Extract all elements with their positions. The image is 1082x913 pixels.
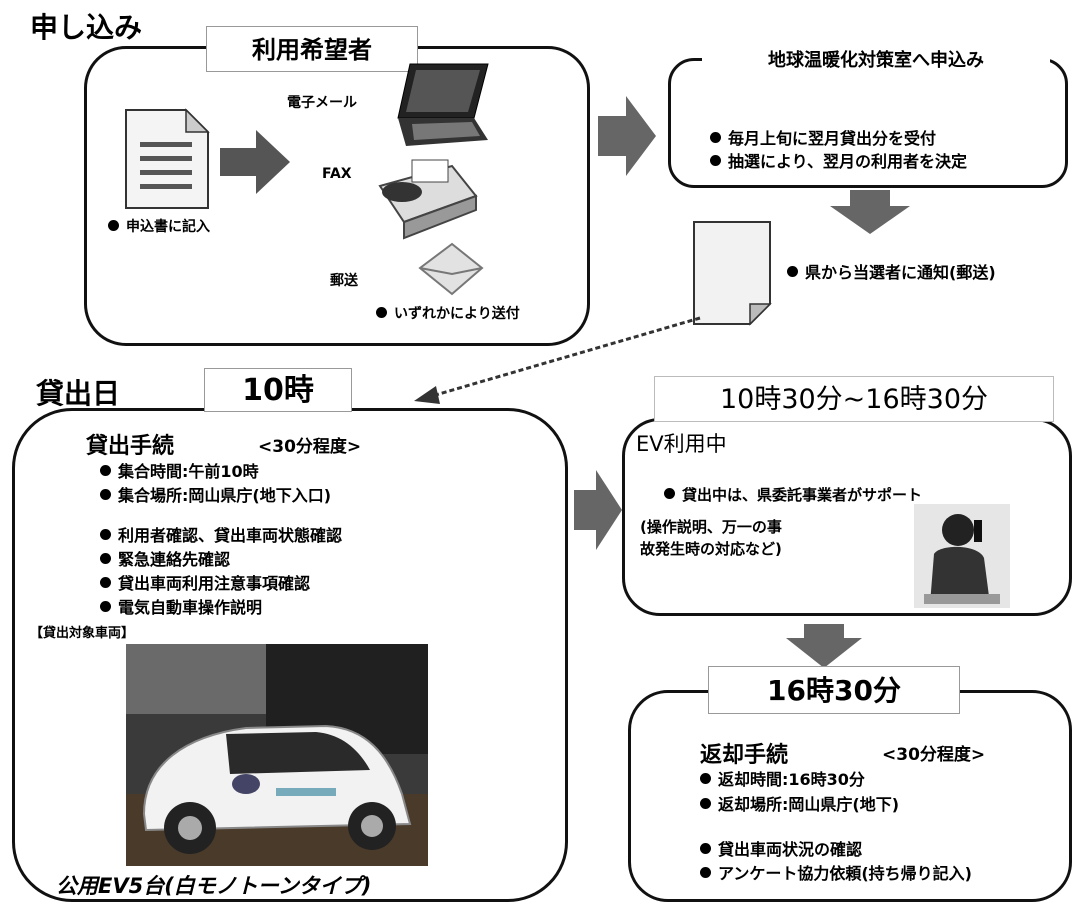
arrow-down-icon [786, 624, 862, 668]
loan-bullet: 緊急連絡先確認 [100, 546, 230, 570]
return-bullet: 返却時間:16時30分 [700, 766, 865, 790]
envelope-icon [418, 242, 484, 296]
bullet-icon [664, 488, 675, 499]
bullet-icon [787, 266, 798, 277]
ev-use-time: 10時30分~16時30分 [654, 376, 1054, 422]
vehicle-label: 【貸出対象車両】 [30, 626, 135, 641]
bullet-icon [700, 798, 711, 809]
return-bullet: 返却場所:岡山県庁(地下) [700, 791, 899, 815]
return-duration: <30分程度> [882, 745, 986, 765]
bullet-icon [700, 843, 711, 854]
return-bullet: 貸出車両状況の確認 [700, 836, 862, 860]
bullet-icon [100, 553, 111, 564]
bullet-icon [710, 155, 721, 166]
ev-use-title: EV利用中 [636, 432, 727, 456]
return-title: 返却手続 [700, 743, 789, 768]
notification-document-icon [693, 221, 772, 326]
vehicle-caption: 公用EV5台(白モノトーンタイプ) [56, 874, 372, 898]
bullet-icon [700, 773, 711, 784]
bullet-icon [100, 529, 111, 540]
office-bullet: 抽選により、翌月の利用者を決定 [710, 148, 967, 172]
arrow-down-icon [830, 190, 910, 234]
ev-support-bullet: 貸出中は、県委託事業者がサポート [664, 484, 922, 505]
bullet-icon [100, 465, 111, 476]
post-label: 郵送 [330, 273, 358, 289]
support-operator-icon [914, 504, 1010, 608]
loan-bullet: 集合場所:岡山県庁(地下入口) [100, 482, 331, 506]
loan-bullet: 電気自動車操作説明 [100, 594, 262, 618]
loan-time-title: 10時 [204, 368, 352, 412]
application-section-label: 申し込み [30, 11, 143, 44]
return-bullet: アンケート協力依頼(持ち帰り記入) [700, 860, 972, 884]
ev-support-note-1: (操作説明、万一の事 [640, 518, 782, 536]
loan-bullet: 貸出車両利用注意事項確認 [100, 570, 310, 594]
office-bullet: 毎月上旬に翌月貸出分を受付 [710, 125, 936, 149]
loan-procedure-duration: <30分程度> [258, 437, 362, 457]
loan-bullet: 利用者確認、貸出車両状態確認 [100, 522, 342, 546]
arrow-right-icon [598, 96, 656, 176]
arrow-right-icon [574, 470, 622, 550]
send-note: いずれかにより送付 [376, 303, 520, 323]
ev-car-photo [126, 644, 428, 866]
notify-note: 県から当選者に通知(郵送) [787, 259, 996, 283]
bullet-icon [376, 306, 387, 318]
loan-procedure-title: 貸出手続 [86, 434, 175, 459]
bullet-icon [700, 867, 711, 878]
bullet-icon [100, 577, 111, 588]
ev-support-note-2: 故発生時の対応など) [640, 540, 782, 558]
bullet-icon [108, 219, 119, 231]
office-title: 地球温暖化対策室へ申込み [702, 40, 1050, 82]
return-time: 16時30分 [708, 666, 960, 714]
bullet-icon [710, 132, 721, 143]
fax-label: FAX [322, 166, 352, 182]
arrow-right-icon [220, 130, 290, 194]
form-note: 申込書に記入 [108, 216, 210, 236]
applicant-title: 利用希望者 [206, 26, 418, 72]
bullet-icon [100, 489, 111, 500]
email-label: 電子メール [287, 95, 357, 111]
bullet-icon [100, 601, 111, 612]
loan-day-section-label: 貸出日 [36, 377, 121, 410]
loan-bullet: 集合時間:午前10時 [100, 458, 259, 482]
application-form-icon [125, 108, 210, 209]
fax-machine-icon [378, 159, 478, 240]
return-box [628, 690, 1072, 902]
laptop-icon [397, 63, 489, 146]
